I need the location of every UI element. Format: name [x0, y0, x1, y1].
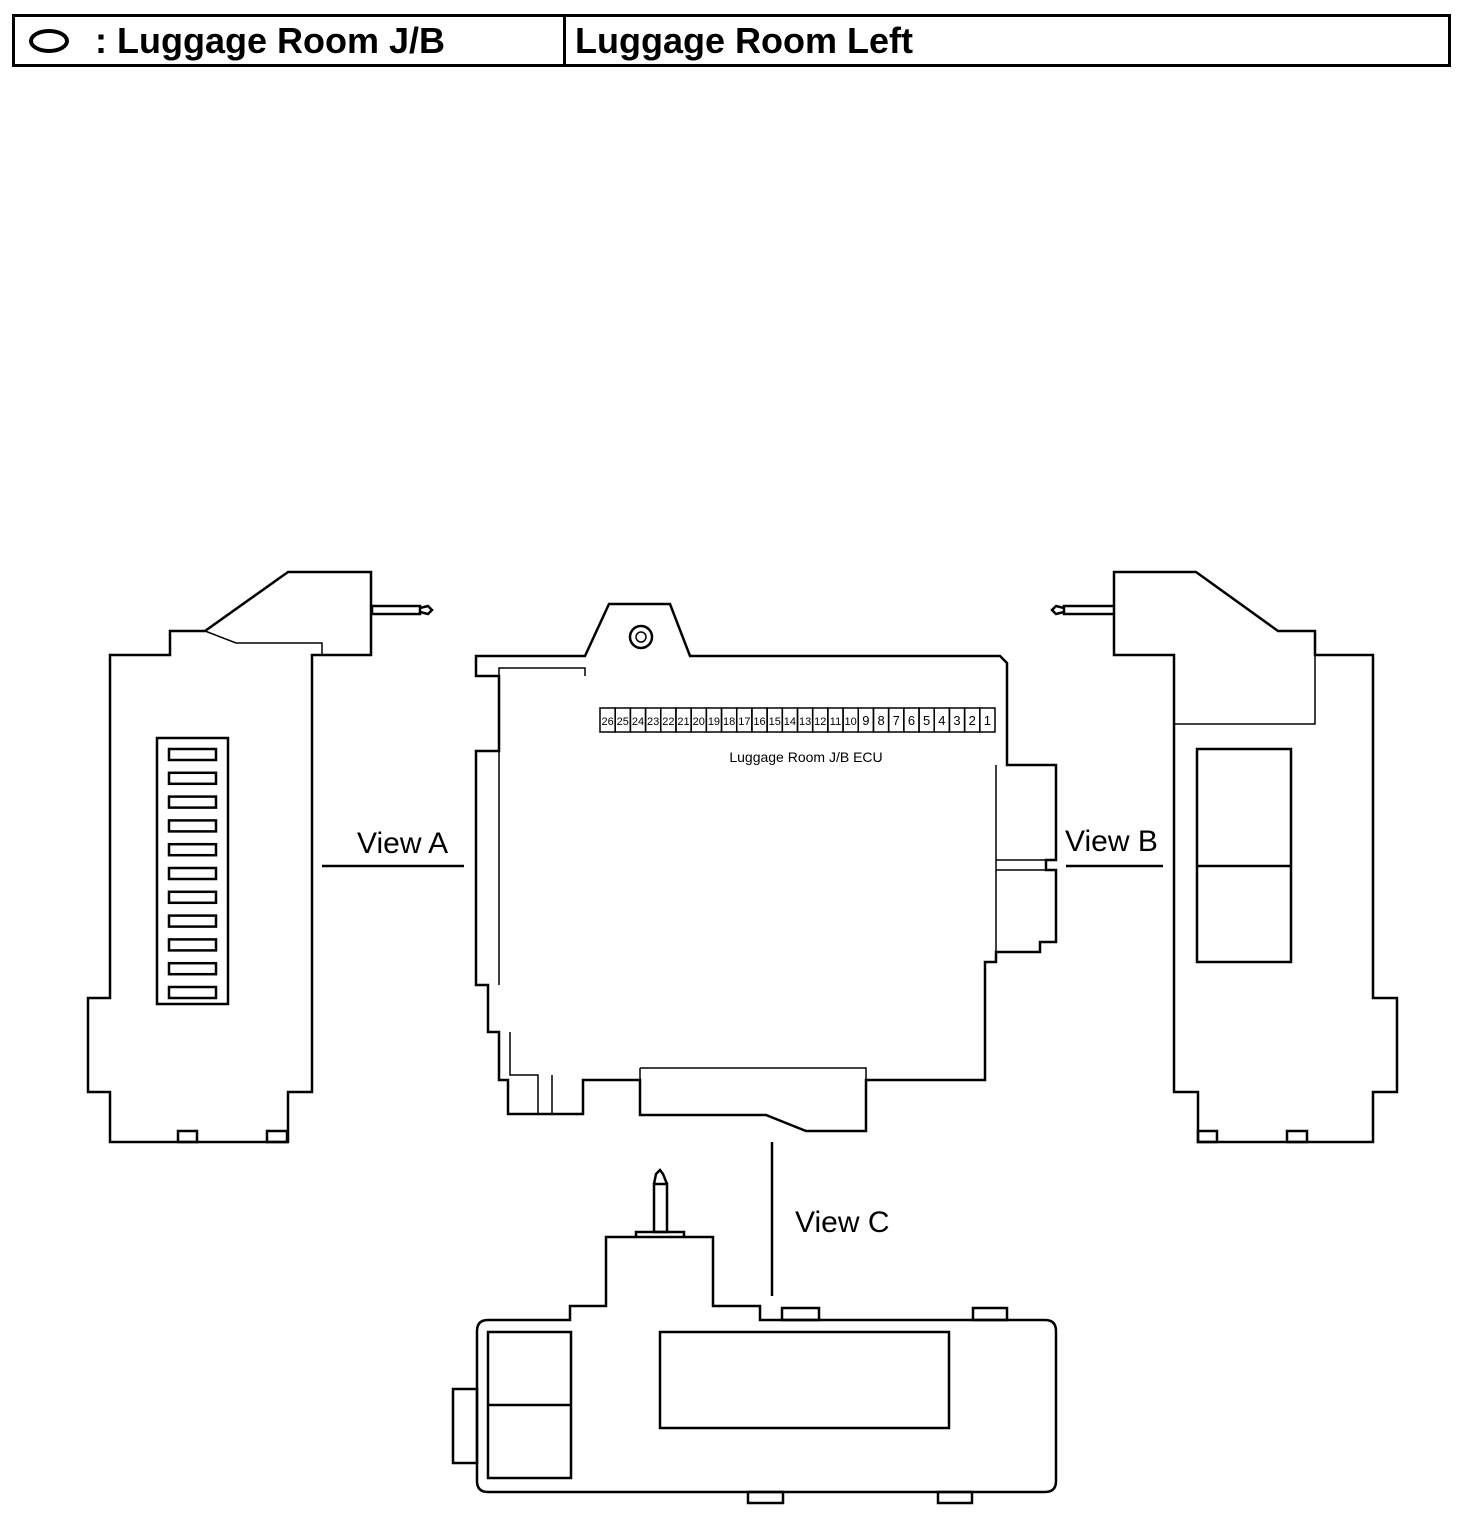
pin-number: 25	[617, 716, 629, 728]
location-label: Luggage Room Left	[575, 19, 913, 61]
pin-number: 18	[723, 716, 735, 728]
view-a-terminal-slot	[167, 842, 218, 857]
pin-number: 23	[647, 716, 659, 728]
view-b-side-drawing	[1050, 570, 1399, 1144]
ecu-label: Luggage Room J/B ECU	[729, 749, 882, 765]
oval-symbol-icon	[29, 28, 69, 53]
pin-number: 22	[662, 716, 674, 728]
view-a-terminal-slot	[167, 938, 218, 952]
view-a-terminal-slot	[167, 914, 218, 928]
connector-label: : Luggage Room J/B	[95, 19, 445, 61]
pin-number: 7	[893, 713, 900, 728]
view-a-terminal-slot	[167, 985, 218, 1000]
pin-number: 12	[814, 716, 826, 728]
pin-number: 15	[769, 716, 781, 728]
pin-number: 16	[753, 716, 765, 728]
view-a-terminal-slot	[167, 771, 218, 786]
view-a-terminal-slot	[167, 819, 218, 833]
pin-number: 8	[877, 713, 884, 728]
pin-number: 4	[938, 713, 945, 728]
view-a-terminal-slot	[167, 747, 218, 762]
pin-number: 24	[632, 716, 644, 728]
view-a-terminal-slot	[167, 866, 218, 881]
pin-number: 19	[708, 716, 720, 728]
view-a-label: View A	[357, 827, 448, 860]
pin-number: 11	[830, 716, 841, 728]
pin-number: 13	[799, 716, 811, 728]
view-b-label: View B	[1065, 825, 1158, 858]
pin-number: 2	[969, 713, 976, 728]
pin-number: 14	[784, 716, 796, 728]
pin-number: 20	[693, 716, 705, 728]
pin-number: 17	[738, 716, 750, 728]
pin-number: 9	[862, 713, 869, 728]
pin-cell	[979, 707, 996, 733]
location-cell: Luggage Room Left	[566, 17, 1448, 64]
pin-number: 21	[677, 716, 689, 728]
connector-name-cell: : Luggage Room J/B	[15, 17, 566, 64]
pin-number: 5	[923, 713, 930, 728]
connector-header: : Luggage Room J/B Luggage Room Left	[12, 14, 1451, 67]
view-a-terminal-slot	[167, 961, 218, 976]
pin-number: 10	[845, 716, 857, 728]
view-a-terminal-slot	[167, 795, 218, 809]
view-c-label: View C	[795, 1206, 889, 1239]
view-a-terminal-slot	[167, 890, 218, 905]
view-a-terminal-group	[167, 747, 218, 1000]
pin-number: 1	[984, 713, 991, 728]
pin-number: 6	[908, 713, 915, 728]
pin-number: 3	[953, 713, 960, 728]
view-a-side-drawing	[86, 570, 434, 1144]
pin-number: 26	[601, 716, 613, 728]
view-c-bottom-drawing	[451, 1168, 1058, 1505]
